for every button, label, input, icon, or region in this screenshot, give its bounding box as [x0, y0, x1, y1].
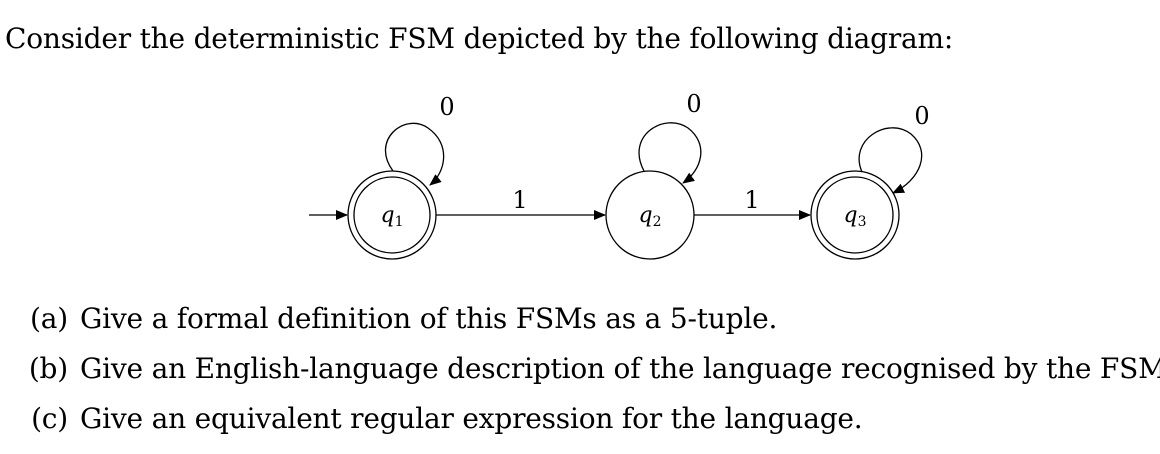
fsm-diagram: q1 q2 q3 1 1 0 0 0 — [309, 90, 930, 260]
state-q2-label: q — [638, 203, 652, 228]
part-text: Give a formal definition of this FSMs as… — [80, 302, 778, 335]
state-q1-label: q — [380, 203, 394, 228]
state-q1: q1 — [347, 170, 437, 260]
part-text: Give an English-language description of … — [80, 352, 1160, 385]
part-label: (b) — [28, 352, 68, 385]
loop-q2-label: 0 — [686, 90, 701, 118]
intro-text: Consider the deterministic FSM depicted … — [5, 22, 954, 55]
svg-text:q3: q3 — [843, 203, 866, 230]
part-label: (a) — [30, 302, 68, 335]
question-parts: (a) Give a formal definition of this FSM… — [14, 302, 1160, 452]
loop-q2: 0 — [638, 90, 702, 184]
question-part-b: (b) Give an English-language description… — [14, 352, 1160, 402]
state-q1-subscript: 1 — [395, 214, 404, 230]
svg-text:q1: q1 — [380, 203, 403, 230]
state-q3: q3 — [810, 170, 900, 260]
part-text: Give an equivalent regular expression fo… — [80, 402, 863, 435]
svg-text:q2: q2 — [638, 203, 661, 230]
loop-q3: 0 — [858, 102, 930, 194]
state-q3-label: q — [843, 203, 857, 228]
transition-q1-q2: 1 — [436, 186, 606, 220]
loop-q1-label: 0 — [439, 93, 454, 121]
loop-q3-label: 0 — [914, 102, 929, 130]
question-part-c: (c) Give an equivalent regular expressio… — [14, 402, 1160, 452]
transition-q2-q3: 1 — [694, 186, 811, 220]
state-q3-subscript: 3 — [858, 214, 867, 230]
part-label: (c) — [31, 402, 68, 435]
state-q2: q2 — [605, 170, 695, 260]
question-part-a: (a) Give a formal definition of this FSM… — [14, 302, 1160, 352]
state-q2-subscript: 2 — [653, 214, 662, 230]
loop-q1: 0 — [385, 93, 455, 186]
transition-q1-q2-label: 1 — [512, 186, 527, 214]
transition-q2-q3-label: 1 — [744, 186, 759, 214]
